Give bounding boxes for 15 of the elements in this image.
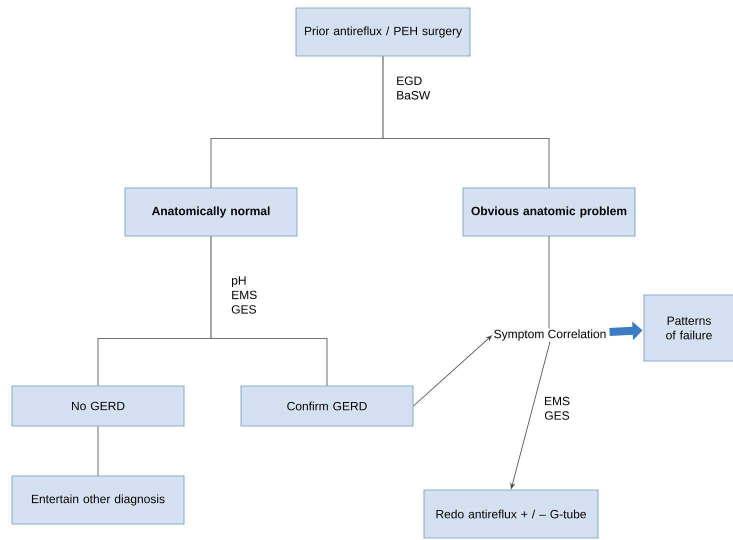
step-label: EGD BaSW — [397, 76, 430, 100]
process-box: Entertain other diagnosis — [12, 476, 184, 524]
process-box: Prior antireflux / PEH surgery — [296, 8, 470, 56]
process-box: Redo antireflux + / – G-tube — [424, 490, 598, 538]
edge-label: EMS GES — [544, 396, 570, 420]
connector-line — [548, 236, 550, 329]
step-label: pH EMS GES — [232, 276, 257, 314]
process-box: Obvious anatomic problem — [462, 188, 636, 236]
node-text: Symptom Correlation — [494, 329, 606, 341]
process-box: Confirm GERD — [240, 386, 414, 426]
process-box: No GERD — [12, 386, 184, 426]
process-box: Anatomically normal — [124, 188, 298, 236]
connector-line — [210, 236, 328, 386]
process-box: Patterns of failure — [644, 294, 733, 362]
connector-line — [382, 56, 550, 188]
